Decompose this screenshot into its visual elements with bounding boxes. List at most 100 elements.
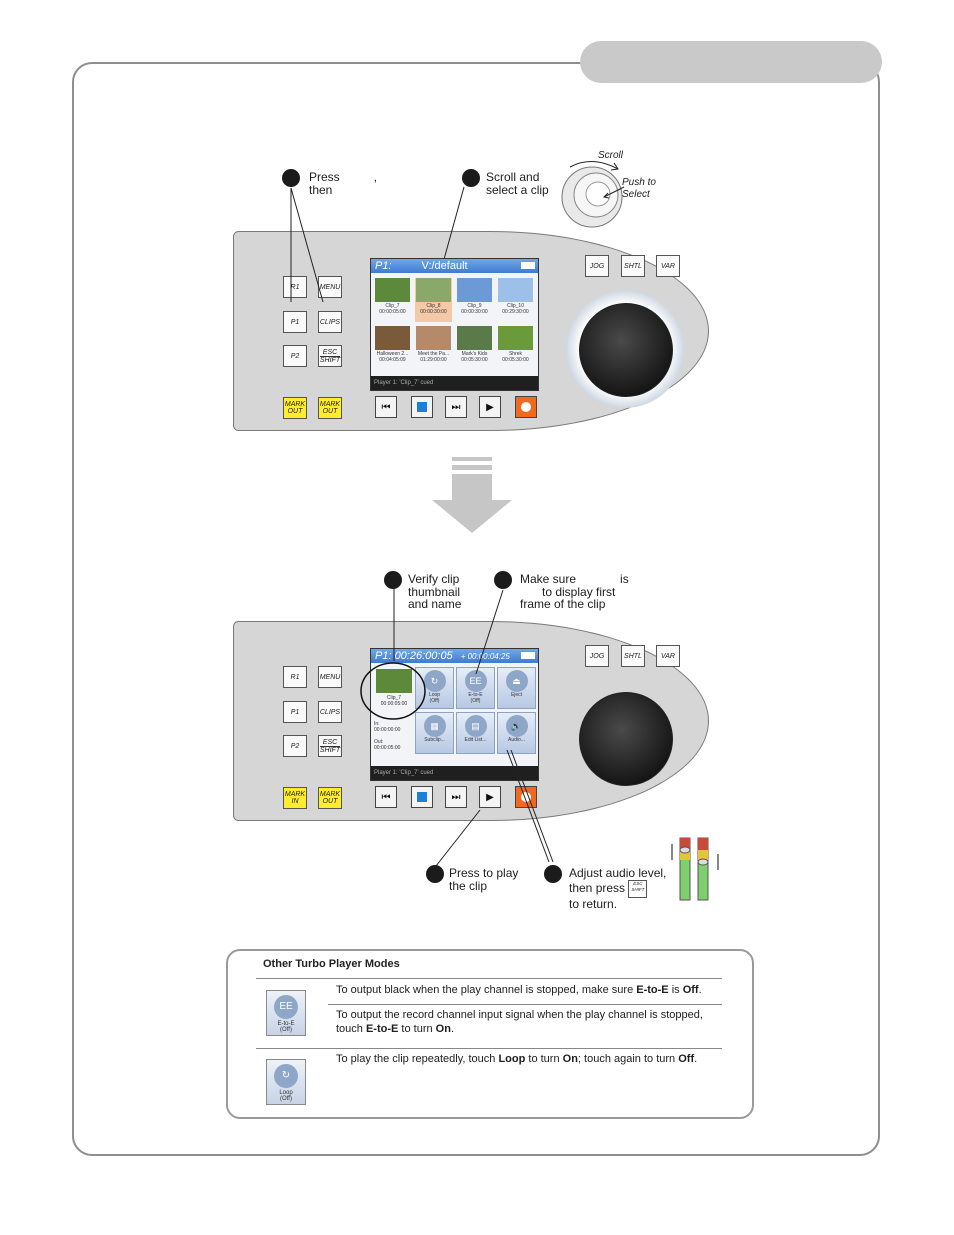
clip-timecode: 01:29:00:00 bbox=[420, 356, 447, 363]
tile-loop[interactable]: ↻Loop(Off) bbox=[415, 667, 454, 709]
transport-play-button[interactable]: ▶ bbox=[479, 396, 501, 418]
tile-icon: EE bbox=[464, 670, 487, 692]
modes-divider-mid bbox=[328, 1004, 722, 1005]
key-var[interactable]: VAR bbox=[656, 255, 680, 277]
key-p2[interactable]: P2 bbox=[283, 345, 307, 367]
tile-icon: 🔈 bbox=[505, 715, 528, 737]
mode-row-ee-off: To output black when the play channel is… bbox=[336, 984, 702, 996]
step-1-bullet bbox=[282, 169, 300, 187]
tile-label: E-to-E bbox=[468, 692, 483, 698]
clip-timecode: 00:29:30:00 bbox=[502, 308, 529, 315]
screen2-status: Player 1: 'Clip_7' cued bbox=[371, 766, 538, 780]
transport-stop-button[interactable] bbox=[411, 396, 433, 418]
key-menu-b[interactable]: MENU bbox=[318, 666, 342, 688]
step-4-bullet bbox=[494, 571, 512, 589]
clip-image bbox=[498, 278, 533, 302]
transport-play-button-b[interactable]: ▶ bbox=[479, 786, 501, 808]
clip-timecode: 00:00:05:00 bbox=[379, 308, 406, 315]
key-jog-b[interactable]: JOG bbox=[585, 645, 609, 667]
transport-prev-button[interactable]: ⏮ bbox=[375, 396, 397, 418]
step-4-pointer-line bbox=[475, 589, 504, 675]
clip-image bbox=[375, 278, 410, 302]
clip-image bbox=[498, 326, 533, 350]
tile-subclip[interactable]: ▦Subclip... bbox=[415, 712, 454, 754]
clip-thumbnail-6[interactable]: Meet the Pa...01:29:00:00 bbox=[415, 326, 452, 370]
tile-label: Audio... bbox=[508, 737, 525, 743]
clip-name: Halloween 2... bbox=[376, 351, 409, 357]
clip-tc: 00:00:05:00 bbox=[380, 701, 408, 707]
transport-stop-button-b[interactable] bbox=[411, 786, 433, 808]
clip-name: Mark's Kids bbox=[461, 351, 488, 357]
touchscreen-player[interactable]: P1: 00:26:00:05+ 00:00:04:25 Clip_7 00:0… bbox=[370, 648, 539, 781]
clip-timecode: 00:04:05:09 bbox=[379, 356, 406, 363]
other-modes-box bbox=[226, 949, 754, 1119]
key-r1-b[interactable]: R1 bbox=[283, 666, 307, 688]
ee-mode-icon: EE E-to-E(Off) bbox=[266, 990, 306, 1036]
key-shtl-b[interactable]: SHTL bbox=[621, 645, 645, 667]
out-label: Out: bbox=[374, 739, 384, 745]
step-6-bullet bbox=[544, 865, 562, 883]
battery-icon bbox=[521, 262, 535, 269]
transport-prev-button-b[interactable]: ⏮ bbox=[375, 786, 397, 808]
tile-edit-list[interactable]: ▤Edit List... bbox=[456, 712, 495, 754]
clip-name: Clip_8 bbox=[426, 303, 441, 309]
clip-thumbnail-5[interactable]: Halloween 2...00:04:05:09 bbox=[374, 326, 411, 370]
step-2-bullet bbox=[462, 169, 480, 187]
tile-label: Eject bbox=[510, 692, 523, 698]
jog-wheel-b[interactable] bbox=[579, 692, 673, 786]
clip-image bbox=[416, 326, 451, 350]
key-p1[interactable]: P1 bbox=[283, 311, 307, 333]
transport-record-button[interactable] bbox=[515, 396, 537, 418]
screen1-status: Player 1: 'Clip_7' cued bbox=[371, 376, 538, 390]
transport-next-button-b[interactable]: ⏭ bbox=[445, 786, 467, 808]
step-3-bullet bbox=[384, 571, 402, 589]
key-clips-b[interactable]: CLIPS bbox=[318, 701, 342, 723]
clip-name: Clip_7 bbox=[385, 303, 400, 309]
select-dial-illustration bbox=[561, 161, 625, 228]
clip-name: Clip_7 bbox=[386, 695, 402, 701]
clip-timecode: 00:05:30:00 bbox=[502, 356, 529, 363]
key-shtl[interactable]: SHTL bbox=[621, 255, 645, 277]
key-r1[interactable]: R1 bbox=[283, 276, 307, 298]
mode-row-ee-on: To output the record channel input signa… bbox=[336, 1009, 703, 1035]
key-jog[interactable]: JOG bbox=[585, 255, 609, 277]
jog-wheel[interactable] bbox=[579, 303, 673, 397]
key-p2-b[interactable]: P2 bbox=[283, 735, 307, 757]
key-var-b[interactable]: VAR bbox=[656, 645, 680, 667]
tile-audio[interactable]: 🔈Audio... bbox=[497, 712, 536, 754]
key-clips[interactable]: CLIPS bbox=[318, 311, 342, 333]
key-p1-b[interactable]: P1 bbox=[283, 701, 307, 723]
clip-thumbnail bbox=[376, 669, 412, 693]
down-arrow-icon bbox=[432, 457, 512, 533]
transport-next-button[interactable]: ⏭ bbox=[445, 396, 467, 418]
step-5-bullet bbox=[426, 865, 444, 883]
tile-eject[interactable]: ⏏Eject bbox=[497, 667, 536, 709]
step-3-pointer-line bbox=[393, 587, 395, 661]
clip-name: Meet the Pa... bbox=[417, 351, 450, 357]
tile-label: Loop bbox=[428, 692, 441, 698]
in-tc: 00:00:00:00 bbox=[374, 727, 401, 733]
screen1-title-bar: P1:V:/default bbox=[371, 259, 538, 273]
clip-name: Clip_9 bbox=[467, 303, 482, 309]
transport-record-button-b[interactable] bbox=[515, 786, 537, 808]
audio-level-meters bbox=[671, 837, 719, 901]
battery-icon-b bbox=[521, 652, 535, 659]
modes-divider-top bbox=[256, 978, 722, 979]
